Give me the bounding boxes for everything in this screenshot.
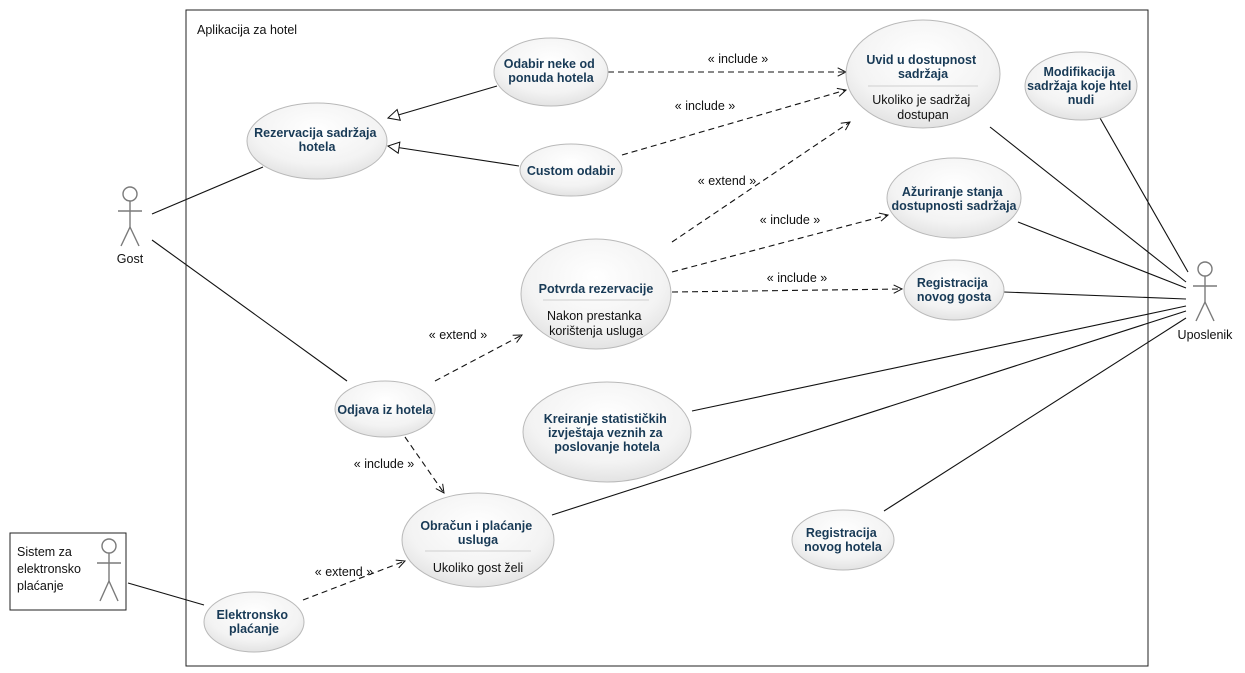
use-case-custom: Custom odabir (519, 143, 623, 197)
use-case-uvid: Uvid u dostupnost sadržaja Ukoliko je sa… (845, 19, 1001, 129)
svg-text:Potvrda rezervacije: Potvrda rezervacije (539, 282, 654, 296)
extend-label: « extend » (429, 328, 487, 342)
use-case-potvrda: Potvrda rezervacije Nakon prestanka kori… (520, 238, 672, 350)
use-case-kreiranje: Kreiranje statističkih izvještaja veznih… (522, 381, 692, 483)
svg-text:Rezervacija sadržaja hot: Rezervacija sadržaja hotela (254, 126, 380, 154)
actor-uposlenik-label: Uposlenik (1178, 328, 1234, 342)
use-case-odabir: Odabir neke od ponuda hotela (493, 37, 609, 107)
svg-text:Kreiranje statističkih i: Kreiranje statističkih izvještaja veznih… (544, 412, 670, 454)
use-case-azuriranje: Ažuriranje stanja dostupnosti sadržaja (886, 157, 1022, 239)
generalizations (388, 85, 520, 167)
svg-text:Modifikacija sadržaja ko: Modifikacija sadržaja koje htel nudi (1027, 65, 1135, 107)
svg-text:Odabir neke od ponuda ho: Odabir neke od ponuda hotela (504, 57, 598, 85)
svg-text:Uvid u dostupnost sadrža: Uvid u dostupnost sadržaja (866, 53, 979, 81)
actor-payment-system (97, 538, 121, 602)
extend-label: « extend » (315, 565, 373, 579)
use-case-obracun: Obračun i plaćanje usluga Ukoliko gost ž… (401, 492, 555, 588)
relation-labels: « include » « include » « extend » « inc… (315, 52, 827, 579)
use-case-rezervacija: Rezervacija sadržaja hotela (246, 102, 388, 180)
svg-text:Odjava iz hotela: Odjava iz hotela (337, 403, 433, 417)
svg-text:Elektronsko plaćanje: Elektronsko plaćanje (216, 608, 291, 636)
system-boundary (185, 9, 1149, 667)
svg-text:Obračun i plaćanje uslug: Obračun i plaćanje usluga (420, 519, 535, 547)
use-case-elektronsko: Elektronsko plaćanje (203, 591, 305, 653)
actor-gost: Gost (117, 186, 144, 266)
payment-system-label: Sistem za elektronsko plaćanje (17, 545, 84, 593)
svg-text:Custom odabir: Custom odabir (527, 164, 615, 178)
use-case-odjava: Odjava iz hotela (334, 380, 436, 438)
use-case-registracija-gosta: Registracija novog gosta (903, 259, 1005, 321)
svg-text:Ukoliko gost želi: Ukoliko gost želi (433, 561, 523, 575)
svg-text:Registracija novog hotel: Registracija novog hotela (804, 526, 883, 554)
system-title: Aplikacija za hotel (197, 23, 297, 37)
svg-text:Ažuriranje stanja dostup: Ažuriranje stanja dostupnosti sadržaja (891, 185, 1017, 213)
actor-uposlenik: Uposlenik (1178, 261, 1234, 342)
associations (127, 117, 1189, 606)
include-label: « include » (354, 457, 415, 471)
include-label: « include » (675, 99, 736, 113)
use-case-registracija-hotela: Registracija novog hotela (791, 509, 895, 571)
include-label: « include » (767, 271, 828, 285)
include-label: « include » (708, 52, 769, 66)
actor-gost-label: Gost (117, 252, 144, 266)
svg-text:Nakon prestanka korišten: Nakon prestanka korištenja usluga (547, 309, 645, 338)
use-case-modifikacija: Modifikacija sadržaja koje htel nudi (1024, 51, 1138, 121)
dependencies (302, 72, 902, 601)
include-label: « include » (760, 213, 821, 227)
svg-text:Ukoliko je sadržaj dostu: Ukoliko je sadržaj dostupan (872, 93, 973, 122)
extend-label: « extend » (698, 174, 756, 188)
svg-text:Registracija novog gosta: Registracija novog gosta (917, 276, 992, 304)
